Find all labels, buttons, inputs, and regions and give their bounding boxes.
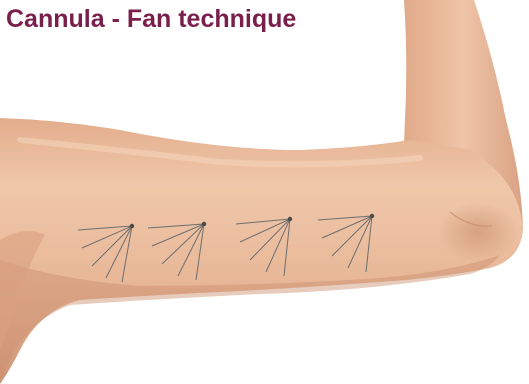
upper-arm xyxy=(0,118,523,384)
page-title: Cannula - Fan technique xyxy=(6,4,296,34)
